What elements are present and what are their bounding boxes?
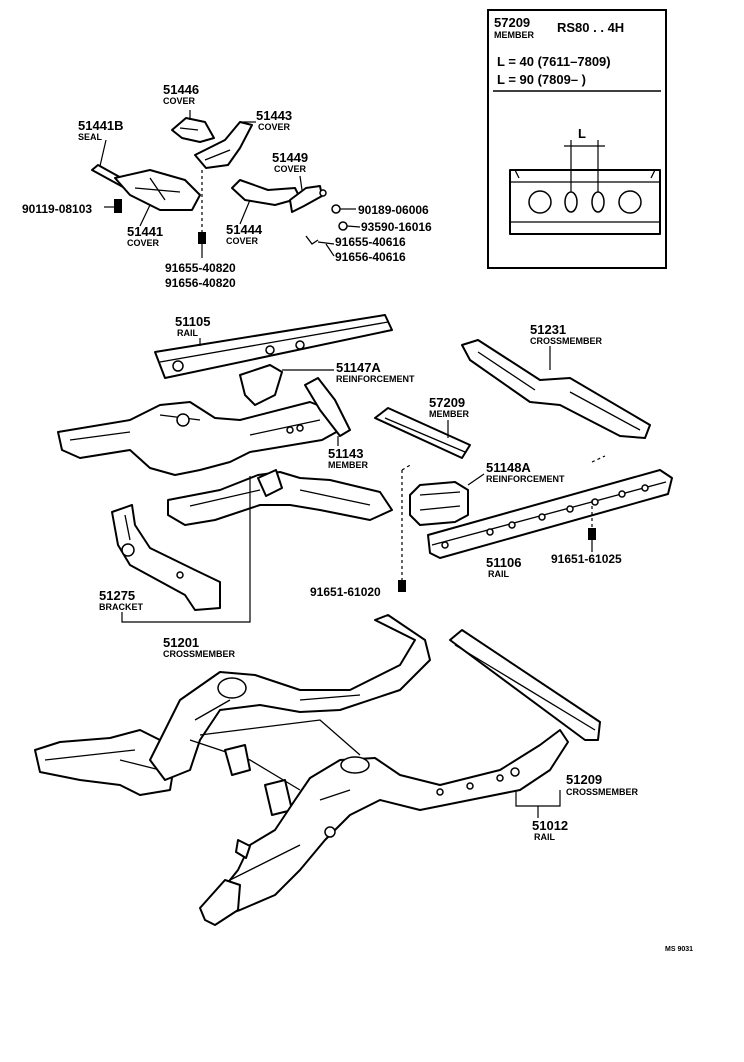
- inset-spec-line-2: L = 90 (7809– ): [497, 72, 586, 87]
- label-91655-40616: 91655-40616: [335, 235, 406, 249]
- label-51446-num: 51446: [163, 82, 199, 97]
- label-51148a-num: 51148A: [486, 460, 531, 475]
- label-51106-num: 51106: [486, 555, 521, 570]
- label-51441-name: COVER: [127, 238, 160, 248]
- label-91656-40820: 91656-40820: [165, 276, 236, 290]
- label-51446-name: COVER: [163, 96, 196, 106]
- inset-spec-line-1: L = 40 (7611–7809): [497, 54, 611, 69]
- label-91651-61020: 91651-61020: [310, 585, 381, 599]
- label-51444-name: COVER: [226, 236, 259, 246]
- cover-assembly-drawing: [91, 110, 361, 258]
- label-51201-name: CROSSMEMBER: [163, 649, 236, 659]
- label-91656-40616: 91656-40616: [335, 250, 406, 264]
- label-51231-name: CROSSMEMBER: [530, 336, 603, 346]
- label-51449-name: COVER: [274, 164, 307, 174]
- label-90189-06006: 90189-06006: [358, 203, 429, 217]
- label-91655-40820: 91655-40820: [165, 261, 236, 275]
- label-51231-num: 51231: [530, 322, 566, 337]
- label-51012-num: 51012: [532, 818, 568, 833]
- label-51147a-num: 51147A: [336, 360, 381, 375]
- label-51441-num: 51441: [127, 224, 163, 239]
- label-51012-name: RAIL: [534, 832, 555, 842]
- inset-member-drawing: L: [509, 126, 661, 235]
- label-51106-name: RAIL: [488, 569, 509, 579]
- label-51449-num: 51449: [272, 150, 308, 165]
- figure-code: MS 9031: [665, 946, 693, 953]
- label-51441b-num: 51441B: [78, 118, 124, 133]
- label-57209-name: MEMBER: [429, 409, 469, 419]
- label-51105-name: RAIL: [177, 328, 198, 338]
- label-51209-name: CROSSMEMBER: [566, 787, 639, 797]
- inset-part-number: 57209: [494, 15, 530, 30]
- label-90119-08103: 90119-08103: [22, 202, 92, 216]
- front-frame-drawing: [57, 314, 673, 623]
- label-51143-num: 51143: [328, 446, 363, 461]
- label-51143-name: MEMBER: [328, 460, 368, 470]
- label-51275-name: BRACKET: [99, 602, 144, 612]
- chassis-frame-drawing: [34, 614, 601, 926]
- label-51444-num: 51444: [226, 222, 263, 237]
- label-51443-name: COVER: [258, 122, 291, 132]
- label-51441b-name: SEAL: [78, 132, 103, 142]
- label-51443-num: 51443: [256, 108, 292, 123]
- inset-panel: 57209 MEMBER RS80 . . 4H L = 40 (7611–78…: [487, 9, 667, 269]
- inset-model: RS80 . . 4H: [557, 20, 624, 35]
- label-51209-num: 51209: [566, 772, 602, 787]
- label-57209-num: 57209: [429, 395, 465, 410]
- inset-dimension-label: L: [578, 126, 586, 141]
- label-51105-num: 51105: [175, 314, 210, 329]
- label-93590-16016: 93590-16016: [361, 220, 432, 234]
- label-91651-61025: 91651-61025: [551, 552, 622, 566]
- inset-part-name: MEMBER: [494, 30, 534, 40]
- label-51275-num: 51275: [99, 588, 135, 603]
- label-51201-num: 51201: [163, 635, 199, 650]
- label-51148a-name: REINFORCEMENT: [486, 474, 565, 484]
- label-51147a-name: REINFORCEMENT: [336, 374, 415, 384]
